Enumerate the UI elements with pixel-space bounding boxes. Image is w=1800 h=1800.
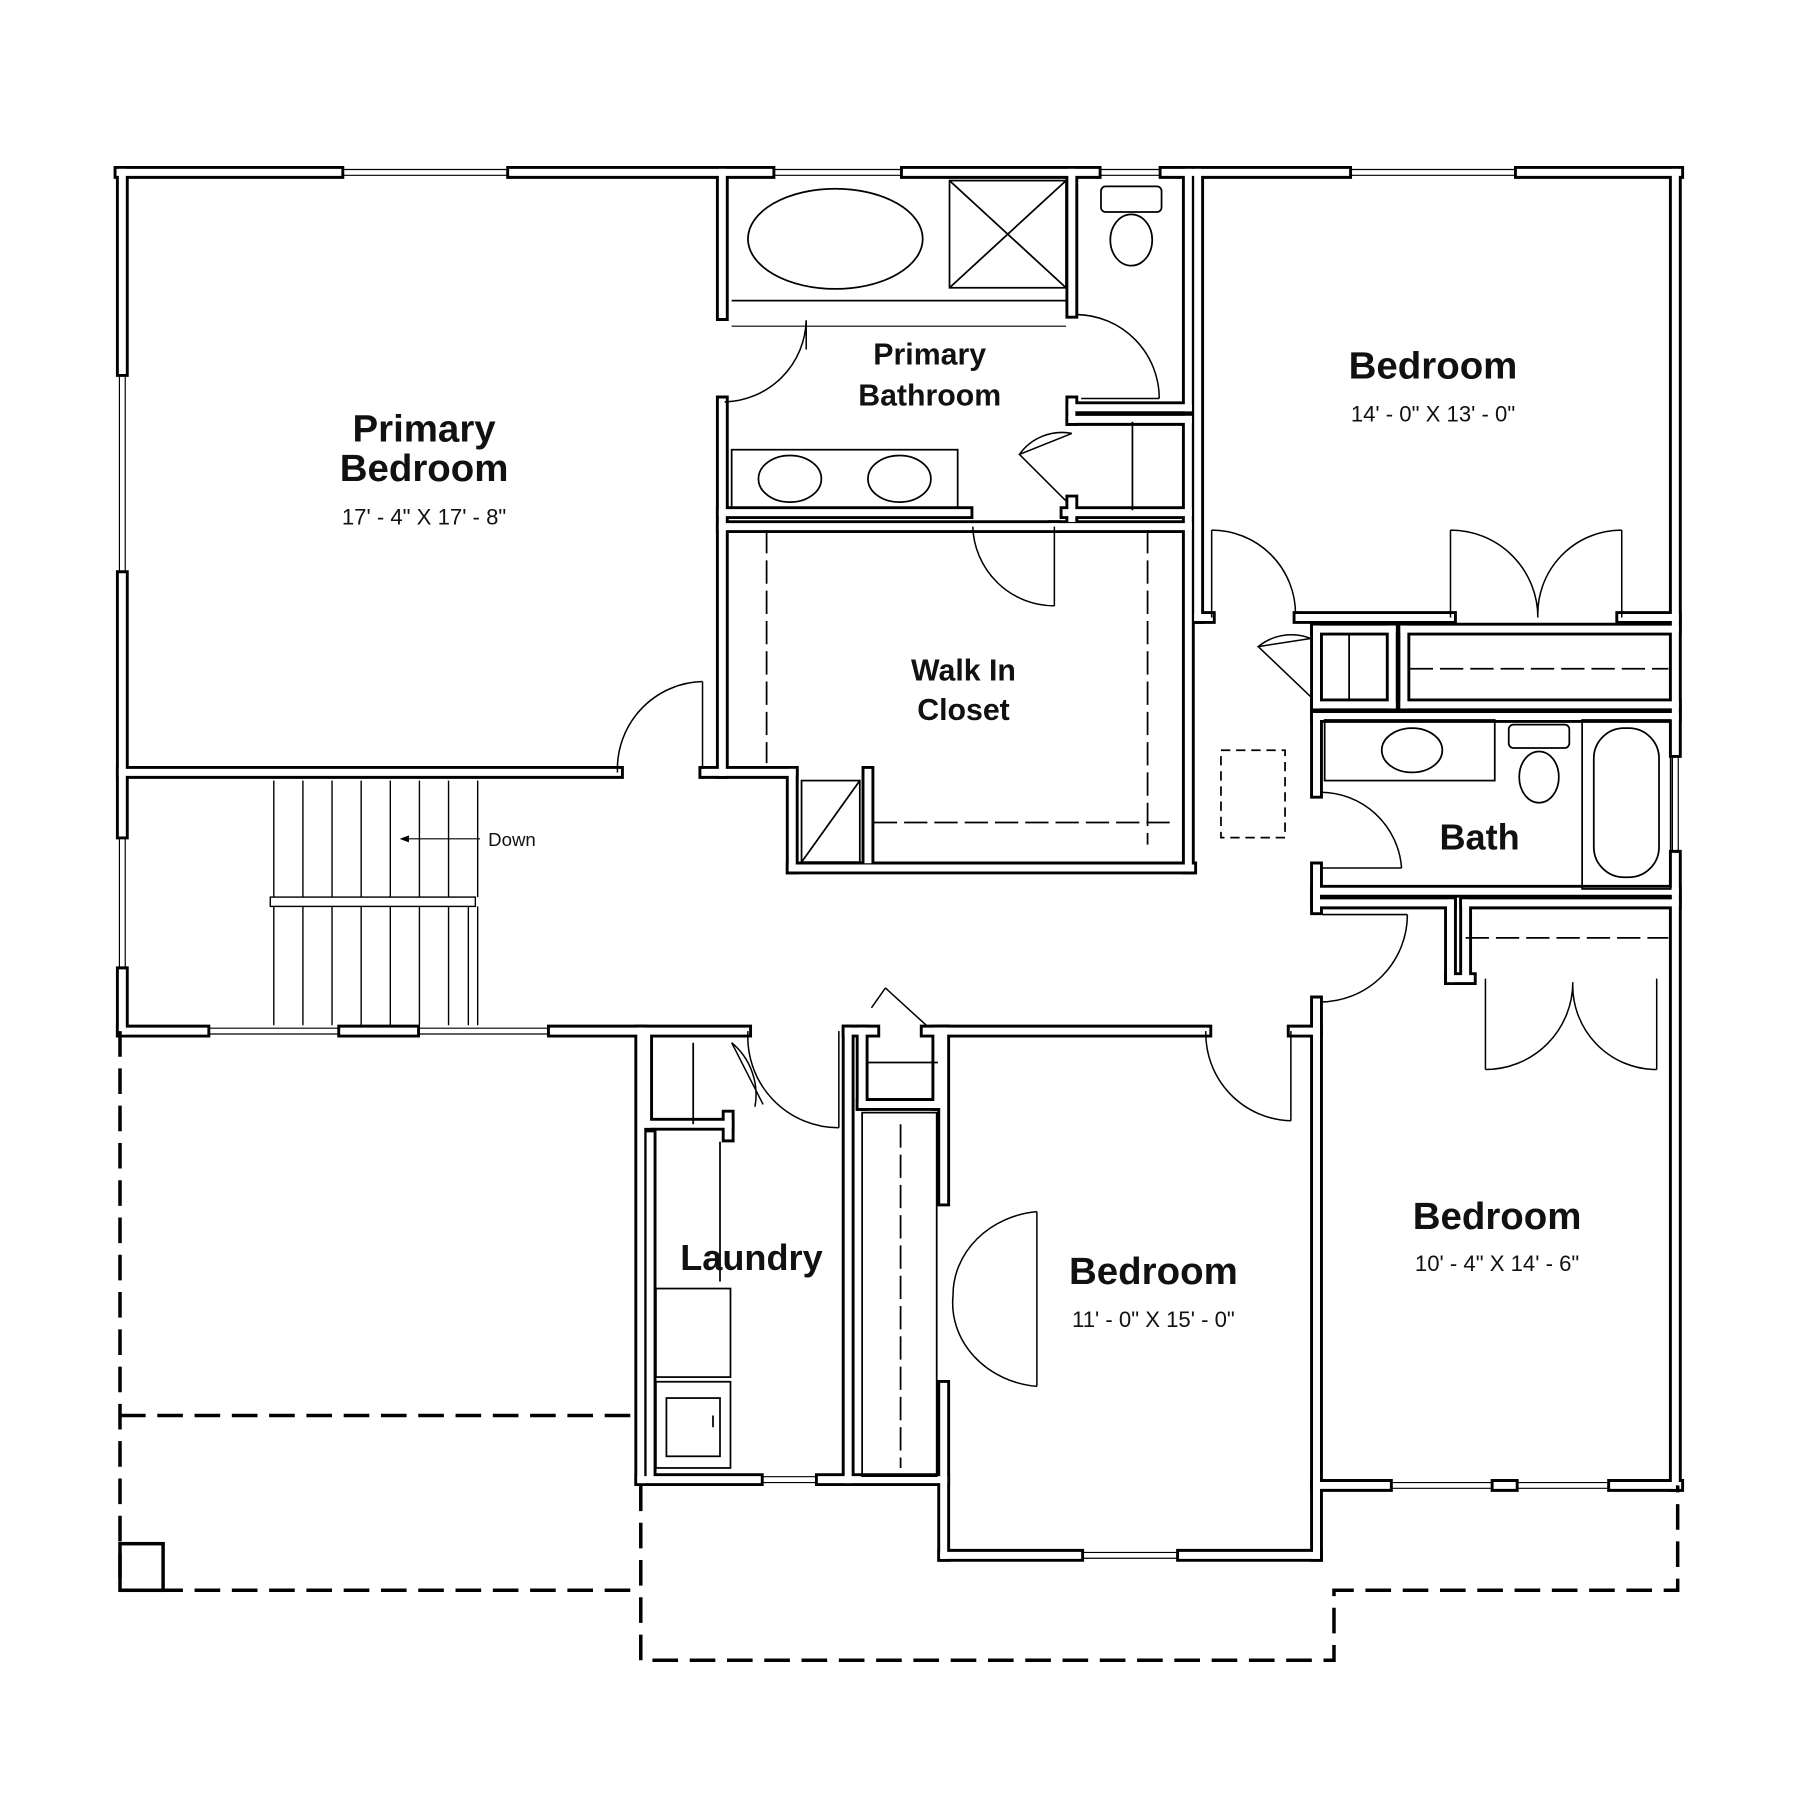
door-swing-arc	[1018, 431, 1073, 502]
bath-vanity	[1323, 719, 1496, 782]
door-swing-arc	[730, 1042, 764, 1107]
shower-icon	[948, 179, 1067, 289]
door-swing-arc	[951, 1210, 1038, 1388]
door-swing-arc	[1484, 978, 1658, 1071]
bathtub-oval-icon	[747, 187, 924, 290]
staircase	[269, 780, 479, 1026]
sink-icon	[1380, 727, 1444, 774]
door-swing-arc	[1205, 1031, 1291, 1122]
stair-landing-rail	[269, 896, 477, 908]
shower-icon	[800, 779, 861, 864]
dashed-outline	[118, 1031, 1680, 1662]
room-name-bedroom-ne: Bedroom	[1349, 345, 1518, 388]
door-swing-arc	[1256, 634, 1312, 698]
bathtub-icon	[1581, 719, 1672, 890]
room-name-primary-bathroom-line1: Primary	[873, 339, 986, 372]
room-dimensions-primary-bedroom: 17' - 4" X 17' - 8"	[342, 504, 506, 529]
door-swing-arc	[724, 320, 807, 403]
vanity-counter	[730, 448, 959, 509]
washer-icon	[655, 1287, 732, 1378]
door-swing-arc	[616, 680, 703, 773]
room-name-primary-bathroom-line2: Bathroom	[858, 379, 1001, 412]
door-swing-arc	[972, 526, 1055, 607]
stair-direction-label: Down	[488, 829, 536, 850]
stair-arrow-head-icon	[399, 835, 409, 843]
door-swing-arc	[870, 987, 927, 1026]
room-name-bedroom-se: Bedroom	[1413, 1195, 1582, 1238]
toilet-tank-icon	[1507, 723, 1571, 749]
room-dimensions-bedroom-se: 10' - 4" X 14' - 6"	[1415, 1251, 1579, 1276]
room-name-primary-bedroom-line2: Bedroom	[340, 447, 509, 490]
bathtub-basin-icon	[1592, 727, 1660, 879]
column-post	[118, 1541, 165, 1593]
toilet-tank-icon	[1100, 185, 1163, 213]
room-name-primary-bedroom-line1: Primary	[352, 408, 496, 451]
room-dimensions-bedroom-s: 11' - 0" X 15' - 0"	[1072, 1307, 1235, 1332]
door-swing-arc	[1211, 529, 1297, 614]
room-name-bedroom-s: Bedroom	[1069, 1250, 1238, 1293]
room-name-laundry: Laundry	[680, 1237, 822, 1278]
dryer-icon	[655, 1380, 732, 1469]
room-name-walk-in-closet-line2: Closet	[917, 694, 1010, 727]
door-swing-arc	[747, 1031, 839, 1129]
attic-access	[1220, 749, 1286, 839]
sink-icon	[757, 454, 823, 504]
room-dimensions-bedroom-ne: 14' - 0" X 13' - 0"	[1351, 402, 1515, 427]
windows	[118, 168, 1679, 1559]
room-name-walk-in-closet-line1: Walk In	[911, 654, 1016, 687]
door-swing-arc	[1319, 914, 1409, 1003]
door-swing-arc	[1077, 313, 1160, 399]
toilet-bowl-icon	[1109, 213, 1154, 267]
sink-icon	[867, 454, 932, 504]
room-name-bath: Bath	[1439, 816, 1519, 857]
fixtures	[655, 179, 1672, 1477]
garage-porch-outline	[118, 1031, 1680, 1662]
toilet-bowl-icon	[1518, 750, 1560, 804]
door-swing-arc	[1449, 529, 1623, 618]
door-swings	[616, 313, 1658, 1388]
door-swing-arc	[1319, 791, 1403, 869]
